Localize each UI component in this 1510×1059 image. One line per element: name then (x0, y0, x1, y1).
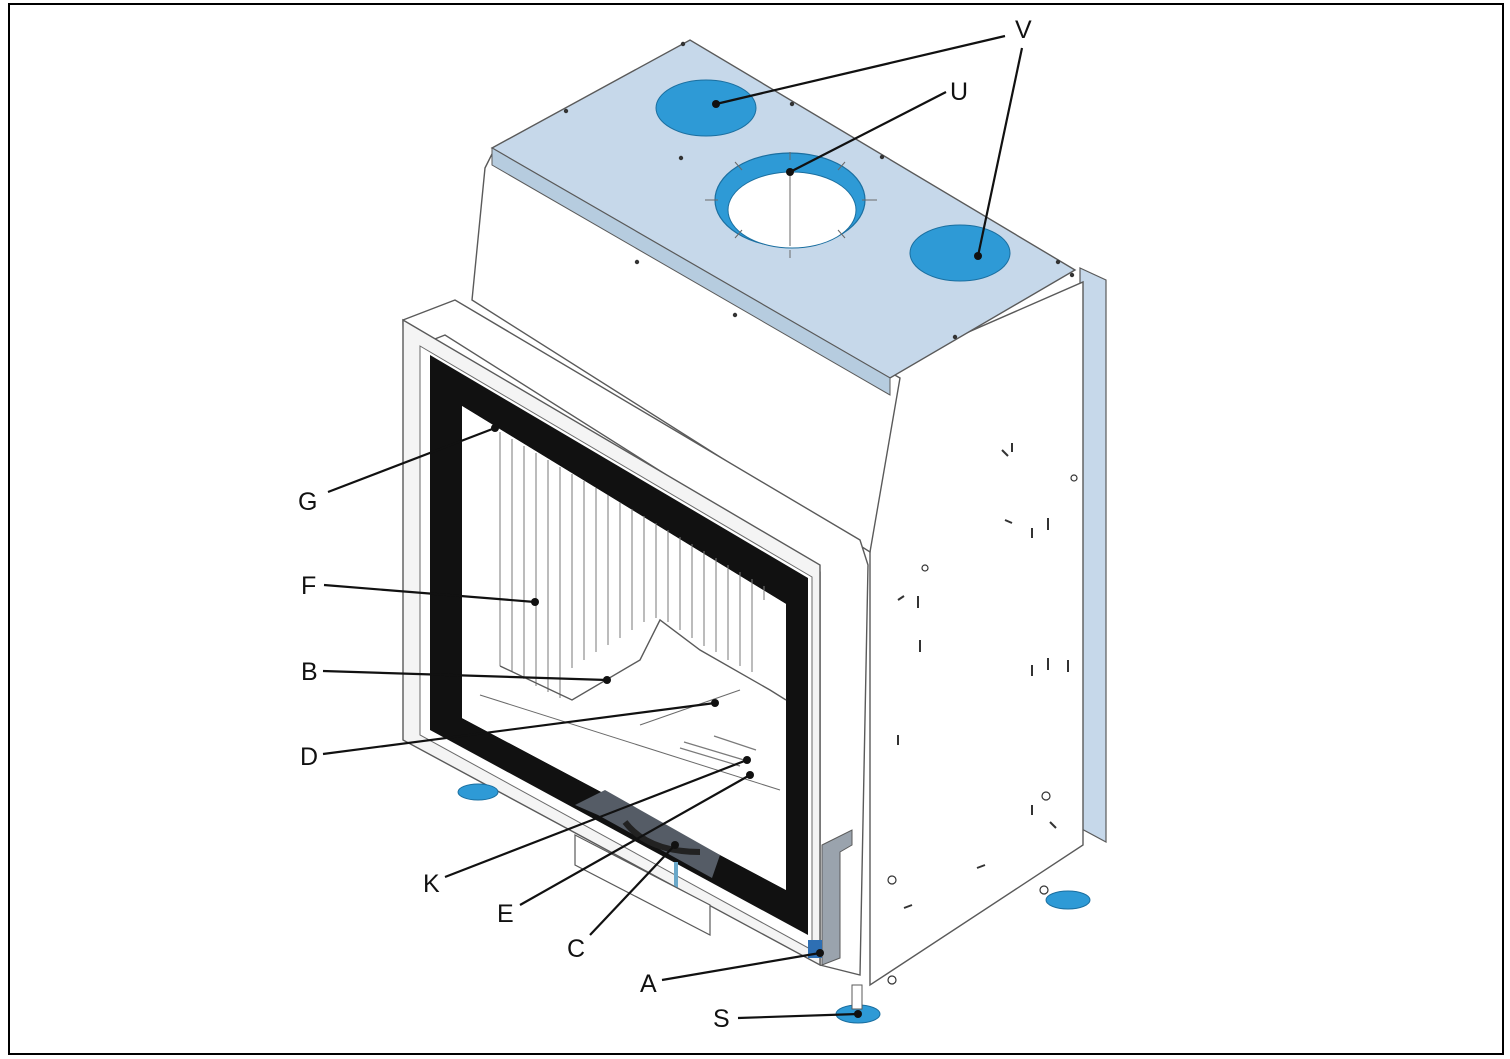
side-panel-bolts (887, 474, 1078, 985)
right-blue-panel (1079, 267, 1107, 844)
right-connector-v (909, 224, 1011, 282)
side-panel-marks (897, 443, 1069, 909)
foot-right-rear (1045, 890, 1091, 910)
label-e: E (497, 900, 514, 928)
flue-opening (727, 171, 857, 249)
label-u: U (950, 78, 968, 106)
label-s: S (713, 1005, 730, 1033)
leader-dots (491, 100, 982, 1018)
firebox-floor-line-2 (639, 689, 741, 726)
top-plate-front-edge (491, 147, 891, 396)
body-right-side (869, 280, 1084, 987)
label-g: G (298, 488, 317, 516)
label-a: A (640, 970, 657, 998)
door-handle (622, 820, 701, 855)
label-v: V (1015, 16, 1032, 44)
collar-ticks (705, 152, 877, 258)
label-f: F (301, 572, 316, 600)
firebox-floor-edge (499, 618, 787, 701)
ash-box (574, 834, 711, 936)
firebox-ribs (499, 432, 765, 698)
firebox-floor-line-1 (479, 694, 781, 791)
foot-left (457, 783, 499, 801)
label-b: B (301, 658, 318, 686)
firebox-back (462, 406, 786, 890)
leader-lines (322, 34, 1024, 1020)
figure-border (8, 3, 1504, 1055)
label-d: D (300, 743, 318, 771)
grate-slots (679, 735, 757, 767)
top-plate-screws (563, 41, 1075, 340)
foot-stem (851, 984, 863, 1010)
label-c: C (567, 935, 585, 963)
side-bracket (821, 829, 853, 966)
ash-lever (674, 862, 678, 894)
left-connector-v (655, 79, 757, 137)
label-k: K (423, 870, 440, 898)
